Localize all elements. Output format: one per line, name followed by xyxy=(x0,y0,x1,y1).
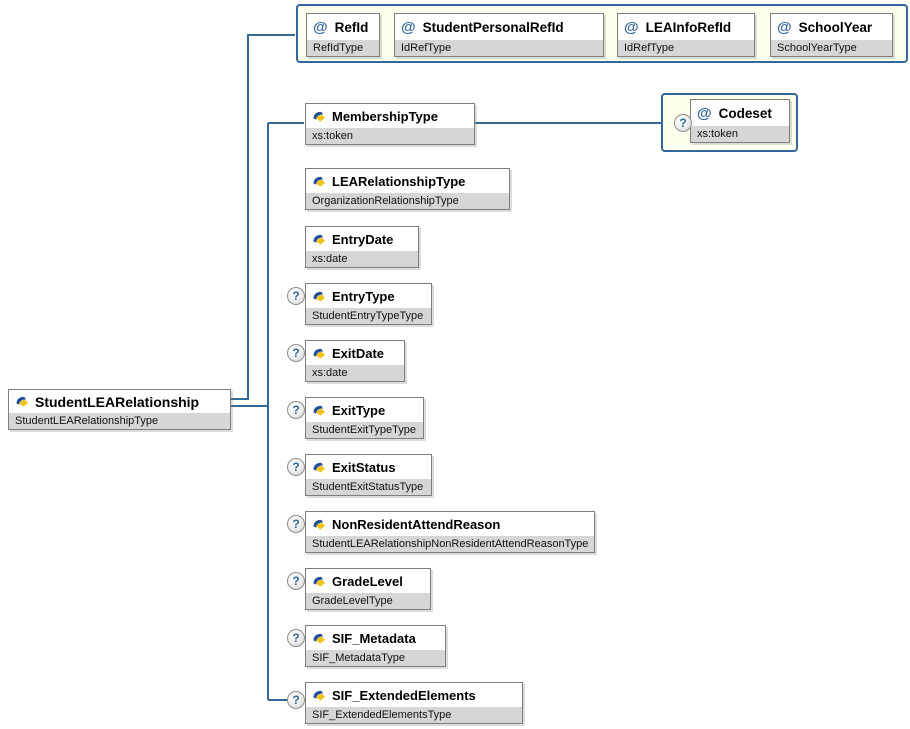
element-name-label: GradeLevel xyxy=(332,573,403,589)
attribute-group-container: @ RefId RefIdType @ StudentPersonalRefId I… xyxy=(296,4,908,63)
element-node-entrytype[interactable]: EntryType StudentEntryTypeType xyxy=(305,283,432,325)
element-icon xyxy=(313,348,326,359)
attribute-type-label: xs:token xyxy=(691,126,789,142)
attribute-type-label: RefIdType xyxy=(307,40,379,56)
element-name-label: ExitDate xyxy=(332,345,385,361)
attribute-name: @ LEAInfoRefId xyxy=(618,14,754,40)
element-node-membershiptype[interactable]: MembershipType xs:token xyxy=(305,103,475,145)
element-node-sif-metadata[interactable]: SIF_Metadata SIF_MetadataType xyxy=(305,625,446,667)
element-node-entrydate[interactable]: EntryDate xs:date xyxy=(305,226,419,268)
element-node-learelationshiptype[interactable]: LEARelationshipType OrganizationRelation… xyxy=(305,168,510,210)
element-name: MembershipType xyxy=(306,104,474,128)
element-node-sif-extendedelements[interactable]: SIF_ExtendedElements SIF_ExtendedElement… xyxy=(305,682,523,724)
attribute-type-label: IdRefType xyxy=(618,40,754,56)
optional-indicator-nonresidentattendreason: ? xyxy=(287,515,305,533)
element-name: SIF_Metadata xyxy=(306,626,445,650)
attribute-name: @ RefId xyxy=(307,14,379,40)
element-name-label: StudentLEARelationship xyxy=(35,393,200,410)
element-name: LEARelationshipType xyxy=(306,169,509,193)
element-node-exittype[interactable]: ExitType StudentExitTypeType xyxy=(305,397,424,439)
element-name: ExitDate xyxy=(306,341,404,365)
element-name-label: ExitType xyxy=(332,402,386,418)
attribute-name: @ Codeset xyxy=(691,100,789,126)
connector-root-to-attributes xyxy=(231,34,295,400)
attribute-name-label: SchoolYear xyxy=(798,19,873,35)
attribute-node-refid[interactable]: @ RefId RefIdType xyxy=(306,13,380,57)
attribute-type-label: SchoolYearType xyxy=(771,40,892,56)
element-type-label: xs:date xyxy=(306,251,418,267)
optional-indicator-gradelevel: ? xyxy=(287,572,305,590)
element-type-label: StudentLEARelationshipNonResidentAttendR… xyxy=(306,536,594,552)
optional-indicator-exitstatus: ? xyxy=(287,458,305,476)
element-icon xyxy=(313,576,326,587)
element-name: NonResidentAttendReason xyxy=(306,512,594,536)
element-name-label: LEARelationshipType xyxy=(332,173,466,189)
element-name-label: SIF_Metadata xyxy=(332,630,416,646)
attribute-name-label: LEAInfoRefId xyxy=(645,19,732,35)
element-name: SIF_ExtendedElements xyxy=(306,683,522,707)
attribute-node-codeset[interactable]: @ Codeset xs:token xyxy=(690,99,790,143)
optional-indicator-exittype: ? xyxy=(287,401,305,419)
element-name: EntryDate xyxy=(306,227,418,251)
attribute-type-label: IdRefType xyxy=(395,40,603,56)
element-icon xyxy=(313,690,326,701)
optional-indicator-codeset: ? xyxy=(674,114,692,132)
element-type-label: GradeLevelType xyxy=(306,593,430,609)
attribute-node-studentpersonalrefid[interactable]: @ StudentPersonalRefId IdRefType xyxy=(394,13,604,57)
attribute-at-icon: @ xyxy=(697,104,712,122)
codeset-attribute-group-container: ? @ Codeset xs:token xyxy=(661,93,798,152)
optional-indicator-sif-extendedelements: ? xyxy=(287,691,305,709)
element-icon xyxy=(313,111,326,122)
optional-indicator-exitdate: ? xyxy=(287,344,305,362)
element-icon xyxy=(313,633,326,644)
element-name-label: ExitStatus xyxy=(332,459,396,475)
attribute-node-schoolyear[interactable]: @ SchoolYear SchoolYearType xyxy=(770,13,893,57)
optional-indicator-entrytype: ? xyxy=(287,287,305,305)
attribute-at-icon: @ xyxy=(313,18,328,36)
element-name-label: NonResidentAttendReason xyxy=(332,516,501,532)
element-name: ExitStatus xyxy=(306,455,431,479)
attribute-at-icon: @ xyxy=(777,18,792,36)
attribute-name: @ StudentPersonalRefId xyxy=(395,14,603,40)
element-type-label: SIF_ExtendedElementsType xyxy=(306,707,522,723)
element-type-label: StudentEntryTypeType xyxy=(306,308,431,324)
element-icon xyxy=(313,519,326,530)
attribute-name: @ SchoolYear xyxy=(771,14,892,40)
attribute-name-label: StudentPersonalRefId xyxy=(422,19,564,35)
optional-indicator-sif-metadata: ? xyxy=(287,629,305,647)
element-name-label: MembershipType xyxy=(332,108,438,124)
element-type-label: xs:token xyxy=(306,128,474,144)
element-node-exitdate[interactable]: ExitDate xs:date xyxy=(305,340,405,382)
element-name-label: SIF_ExtendedElements xyxy=(332,687,476,703)
element-icon xyxy=(313,234,326,245)
attribute-at-icon: @ xyxy=(401,18,416,36)
root-element-node-studentlearelationship[interactable]: StudentLEARelationship StudentLEARelatio… xyxy=(8,389,231,430)
element-type-label: SIF_MetadataType xyxy=(306,650,445,666)
attribute-name-label: Codeset xyxy=(718,105,772,121)
element-type-label: StudentLEARelationshipType xyxy=(9,413,230,429)
element-icon xyxy=(313,176,326,187)
element-name-label: EntryType xyxy=(332,288,395,304)
element-icon xyxy=(313,405,326,416)
element-name: ExitType xyxy=(306,398,423,422)
element-type-label: StudentExitTypeType xyxy=(306,422,423,438)
element-icon xyxy=(313,462,326,473)
element-node-gradelevel[interactable]: GradeLevel GradeLevelType xyxy=(305,568,431,610)
element-node-nonresidentattendreason[interactable]: NonResidentAttendReason StudentLEARelati… xyxy=(305,511,595,553)
element-name: EntryType xyxy=(306,284,431,308)
attribute-at-icon: @ xyxy=(624,18,639,36)
element-type-label: StudentExitStatusType xyxy=(306,479,431,495)
element-type-label: xs:date xyxy=(306,365,404,381)
element-icon xyxy=(313,291,326,302)
element-name: StudentLEARelationship xyxy=(9,390,230,413)
element-node-exitstatus[interactable]: ExitStatus StudentExitStatusType xyxy=(305,454,432,496)
element-icon xyxy=(16,396,29,407)
element-type-label: OrganizationRelationshipType xyxy=(306,193,509,209)
attribute-node-leainforefid[interactable]: @ LEAInfoRefId IdRefType xyxy=(617,13,755,57)
attribute-name-label: RefId xyxy=(334,19,369,35)
element-name-label: EntryDate xyxy=(332,231,394,247)
element-name: GradeLevel xyxy=(306,569,430,593)
